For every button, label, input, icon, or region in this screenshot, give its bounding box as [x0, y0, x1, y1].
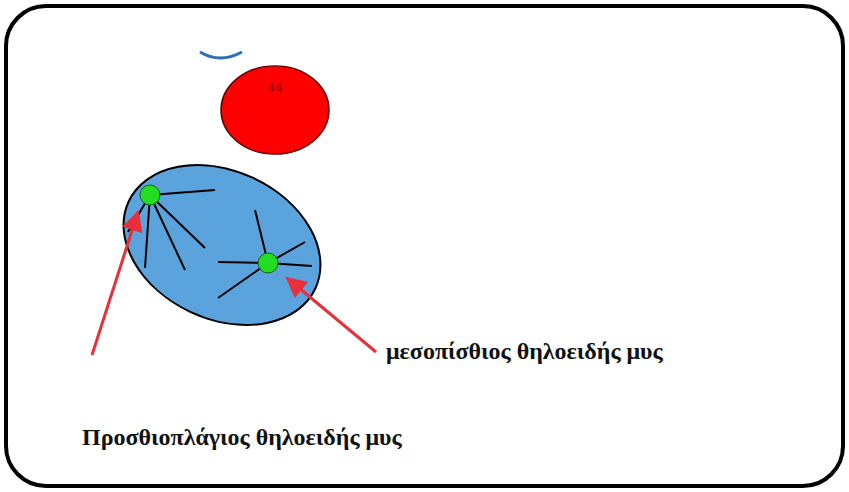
aorta-circle: 44	[220, 65, 330, 155]
leader-arrow	[287, 278, 376, 352]
node-text: 44	[220, 65, 330, 95]
ventricle-ellipse	[97, 134, 346, 355]
papillary-dot	[140, 185, 160, 205]
leader-arrow	[92, 212, 138, 355]
muscle-label: Προσθιοπλάγιος θηλοειδής μυς	[82, 424, 402, 451]
shape-outline	[220, 65, 330, 155]
muscle-label: μεσοπίσθιος θηλοειδής μυς	[386, 338, 663, 365]
arc-mark	[200, 52, 242, 58]
papillary-dot	[258, 253, 278, 273]
chordae-lines	[128, 190, 312, 298]
shape-fill	[221, 66, 329, 154]
frame	[6, 6, 843, 486]
